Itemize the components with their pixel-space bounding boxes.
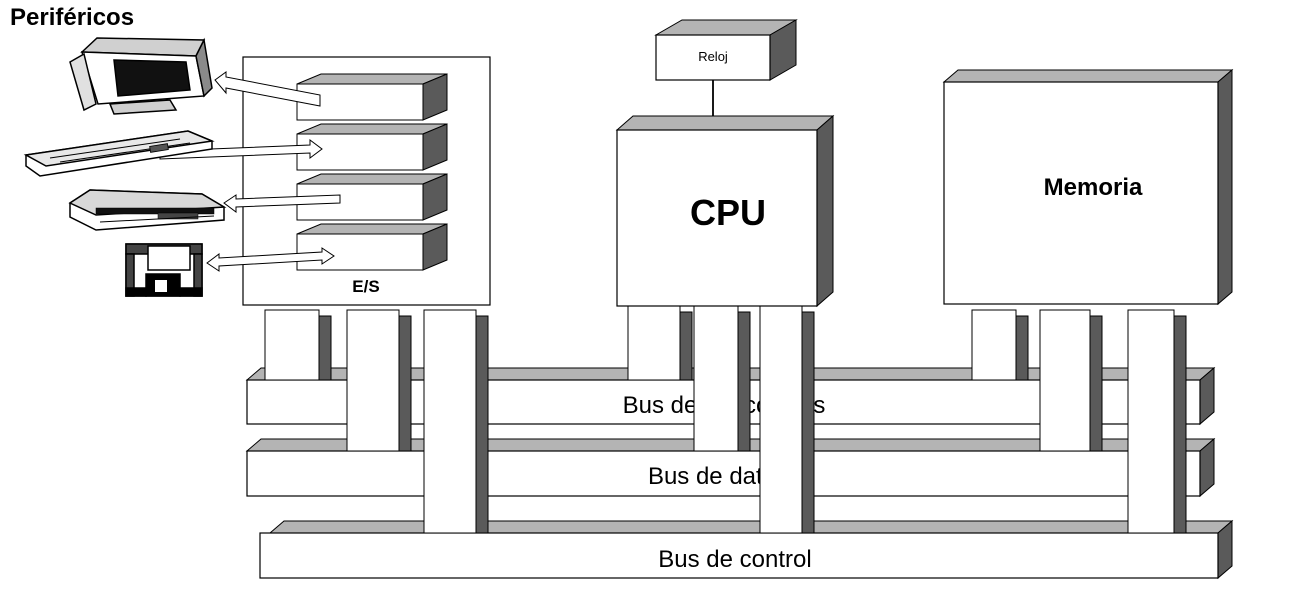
memory-module: Memoria [942, 68, 1234, 306]
control-bus: Bus de control [259, 519, 1234, 580]
control-bus-label: Bus de control [658, 546, 811, 573]
printer-icon [68, 189, 227, 231]
monitor-icon [69, 37, 213, 115]
bus-connectors [264, 305, 1187, 534]
io-port-4 [296, 223, 448, 271]
cpu-module: CPU [615, 114, 835, 308]
clock-label: Reloj [698, 49, 728, 64]
floppy-disk-icon [125, 243, 203, 297]
memory-label: Memoria [1044, 174, 1143, 201]
peripherals-title: Periféricos [10, 4, 135, 31]
io-label: E/S [352, 277, 379, 296]
clock-module: Reloj [654, 19, 798, 81]
cpu-label: CPU [690, 192, 766, 233]
io-port-2 [296, 123, 448, 171]
keyboard-icon [23, 130, 215, 177]
peripheral-arrows [159, 71, 341, 272]
